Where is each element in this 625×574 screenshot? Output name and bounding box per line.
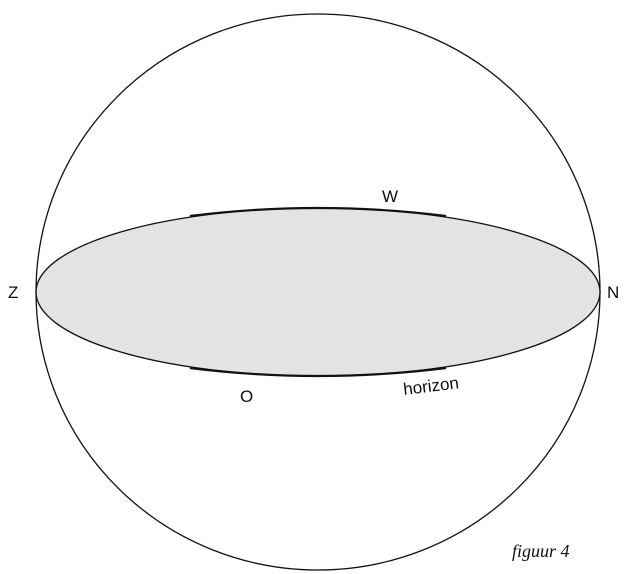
horizon-plane bbox=[35, 207, 601, 377]
label-horizon: horizon bbox=[402, 373, 460, 399]
horizon-back-edge bbox=[189, 206, 447, 218]
label-east: O bbox=[240, 387, 253, 406]
label-north: N bbox=[607, 283, 619, 302]
figure-caption: figuur 4 bbox=[512, 541, 570, 561]
label-west: W bbox=[382, 187, 398, 206]
horizon-front-edge bbox=[189, 366, 447, 378]
label-south: Z bbox=[8, 283, 18, 302]
